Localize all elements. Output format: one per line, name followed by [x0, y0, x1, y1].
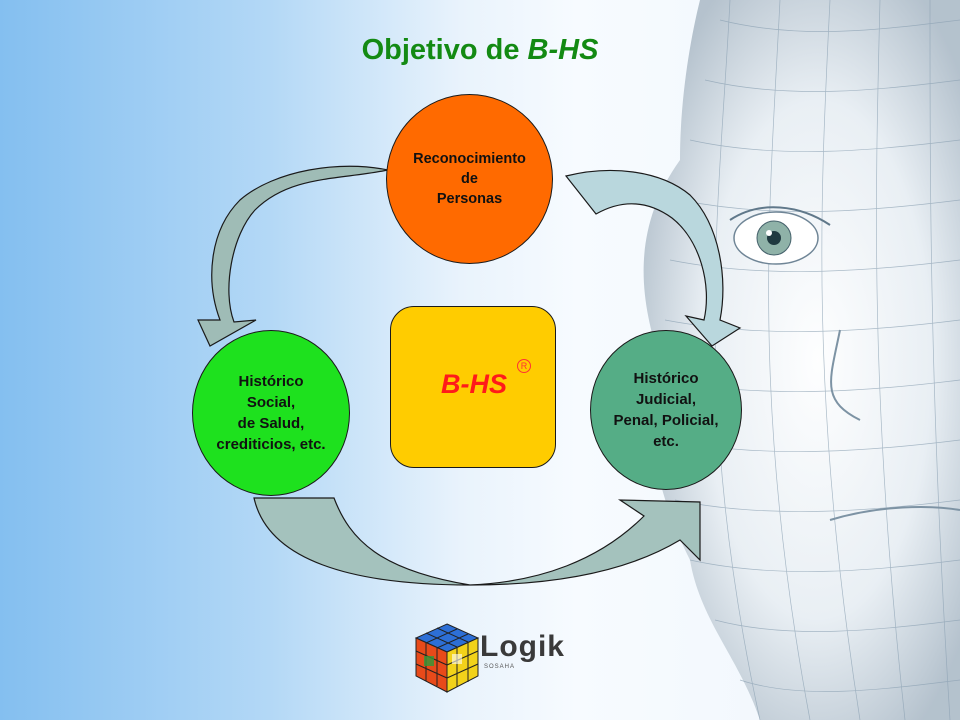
node-left-line-1: Histórico: [238, 373, 304, 390]
arrow-top-to-right: [564, 169, 742, 347]
node-right-line-2: Judicial,: [635, 391, 696, 408]
node-historico-judicial: Histórico Judicial, Penal, Policial, etc…: [590, 330, 742, 490]
node-right-line-3: Penal, Policial,: [613, 412, 719, 429]
title-text: Objetivo de: [361, 34, 528, 66]
node-top-line-1: Reconocimiento: [413, 151, 526, 167]
logik-logo: Logik SOSAHA: [414, 622, 564, 694]
node-historico-social: Histórico Social, de Salud, crediticios,…: [192, 330, 350, 496]
title-emphasis: B-HS: [527, 34, 599, 66]
logo-subtext: SOSAHA: [484, 664, 516, 670]
center-bhs-box: B-HS R: [390, 306, 556, 468]
node-top-line-2: de: [461, 171, 478, 187]
arrow-left-to-right: [253, 497, 701, 586]
center-label: B-HS: [441, 369, 507, 399]
logo-text: Logik: [480, 630, 565, 663]
arrow-top-to-left: [197, 165, 389, 347]
node-right-line-4: etc.: [653, 433, 679, 450]
node-left-line-3: de Salud,: [237, 415, 305, 432]
rubiks-cube-icon: [414, 623, 480, 693]
node-left-line-4: crediticios, etc.: [216, 436, 326, 453]
node-top-line-3: Personas: [436, 191, 503, 207]
registered-mark-icon: R: [517, 359, 531, 373]
node-left-line-2: Social,: [246, 394, 296, 411]
node-right-line-1: Histórico: [633, 370, 699, 387]
node-reconocimiento: Reconocimiento de Personas: [386, 94, 553, 264]
slide-title: Objetivo de B-HS: [0, 34, 960, 67]
